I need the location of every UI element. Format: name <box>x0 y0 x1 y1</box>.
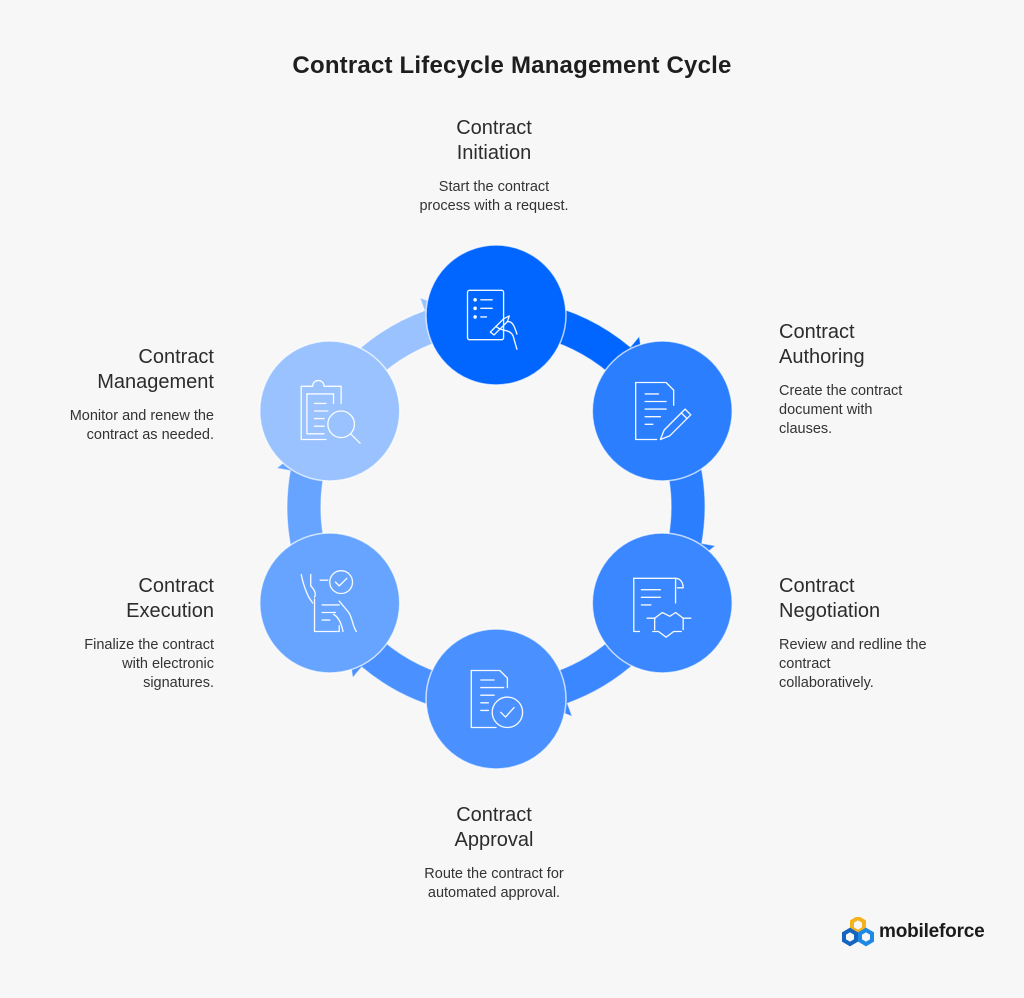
stage-node-execution <box>258 532 401 674</box>
brand-name: mobileforce <box>879 921 985 942</box>
document-edit-icon <box>635 381 692 441</box>
handshake-scroll-icon <box>633 577 692 638</box>
document-signing-icon <box>466 289 518 350</box>
mobileforce-logo-icon <box>842 917 874 947</box>
stage-node-initiation <box>425 244 567 386</box>
page-title: Contract Lifecycle Management Cycle <box>292 52 732 79</box>
stage-circle-negotiation <box>591 532 734 674</box>
stage-node-management <box>258 340 401 482</box>
stage-circle-initiation <box>425 244 567 386</box>
stage-node-negotiation <box>591 532 734 674</box>
stage-circle-management <box>258 340 401 482</box>
document-check-icon <box>470 669 524 729</box>
clipboard-search-icon <box>300 379 361 444</box>
stage-node-authoring <box>591 340 734 482</box>
stage-node-approval <box>425 628 567 770</box>
stage-circle-authoring <box>591 340 734 482</box>
brand-logo: mobileforce <box>841 917 985 947</box>
stage-circle-approval <box>425 628 567 770</box>
stage-circle-execution <box>258 532 401 674</box>
hands-document-check-icon <box>300 570 357 633</box>
